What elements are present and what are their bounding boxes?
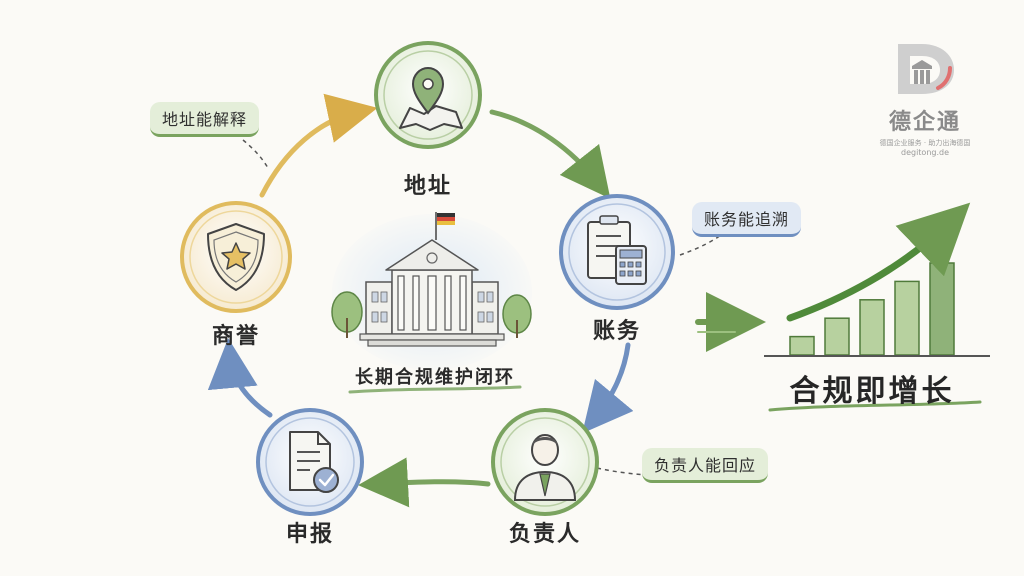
node-address xyxy=(374,41,482,149)
person-icon xyxy=(513,434,577,501)
growth-bar xyxy=(859,299,885,356)
arrow-accounting-to-responsible xyxy=(582,342,634,434)
node-reputation xyxy=(180,201,292,313)
brand-tagline: 德国企业服务 · 助力出海德国 xyxy=(879,139,971,147)
shield-star-icon xyxy=(207,223,265,291)
center-label: 长期合规维护闭环 xyxy=(355,367,515,388)
node-label-accounting: 账务 xyxy=(592,319,642,344)
map-pin-icon xyxy=(399,66,463,131)
node-label-responsible: 负责人 xyxy=(508,522,582,547)
connector-note-responsible xyxy=(596,467,649,476)
brand-site: degitong.de xyxy=(900,148,950,157)
arrow-filing-to-reputation xyxy=(207,338,273,418)
node-filing xyxy=(256,408,364,516)
growth-trend-arrow xyxy=(786,202,971,322)
growth-bar xyxy=(789,335,815,356)
brand-logo: 德企通 德国企业服务 · 助力出海德国 degitong.de xyxy=(870,40,980,157)
note-address: 地址能解释 xyxy=(150,102,260,137)
node-accounting xyxy=(559,194,675,310)
growth-bar xyxy=(824,317,850,356)
calculator-document-icon xyxy=(587,215,647,285)
node-label-address: 地址 xyxy=(403,174,453,199)
note-accounting: 账务能追溯 xyxy=(692,202,802,237)
brand-logo-mark xyxy=(898,44,954,94)
growth-bar xyxy=(929,262,955,356)
growth-title-underline xyxy=(768,400,982,412)
growth-title: 合规即增长 xyxy=(789,374,955,409)
document-check-icon xyxy=(289,431,339,493)
arrow-reputation-to-address xyxy=(259,93,378,198)
brand-name: 德企通 xyxy=(888,110,961,135)
node-label-filing: 申报 xyxy=(285,522,335,547)
note-responsible: 负责人能回应 xyxy=(642,448,769,483)
government-building-illustration xyxy=(331,212,532,370)
node-responsible xyxy=(491,408,599,516)
arrow-address-to-accounting xyxy=(489,109,611,199)
arrow-responsible-to-filing xyxy=(358,457,491,508)
node-label-reputation: 商誉 xyxy=(211,324,261,349)
german-flag-icon xyxy=(435,212,455,240)
growth-bar xyxy=(894,280,920,356)
connector-note-address xyxy=(242,139,269,169)
center-label-underline xyxy=(348,385,522,394)
